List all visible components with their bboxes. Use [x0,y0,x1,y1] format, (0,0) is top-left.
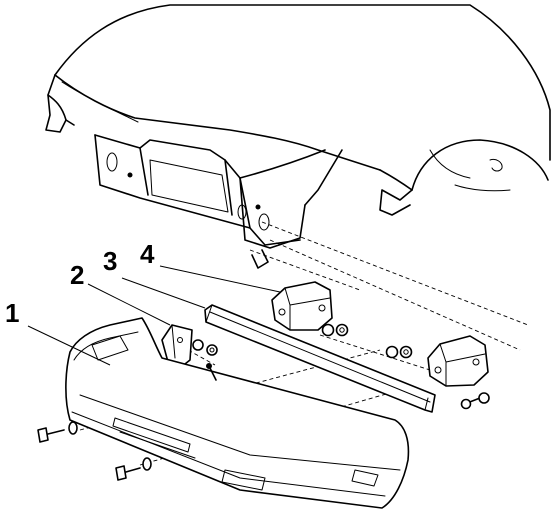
callout-3: 3 [103,246,117,276]
bumper-mount-bracket-left [271,281,333,331]
vehicle-front-body [45,4,551,269]
bumper-reinforcement-bar [204,304,436,413]
bumper-mount-bracket-right [427,335,489,387]
bumper-side-bracket [161,324,193,369]
bumper-cover [65,317,410,509]
callout-1: 1 [5,298,19,328]
callout-4: 4 [140,239,155,269]
callout-2: 2 [70,260,84,290]
fasteners [37,323,490,481]
callout-leaders [27,265,281,366]
